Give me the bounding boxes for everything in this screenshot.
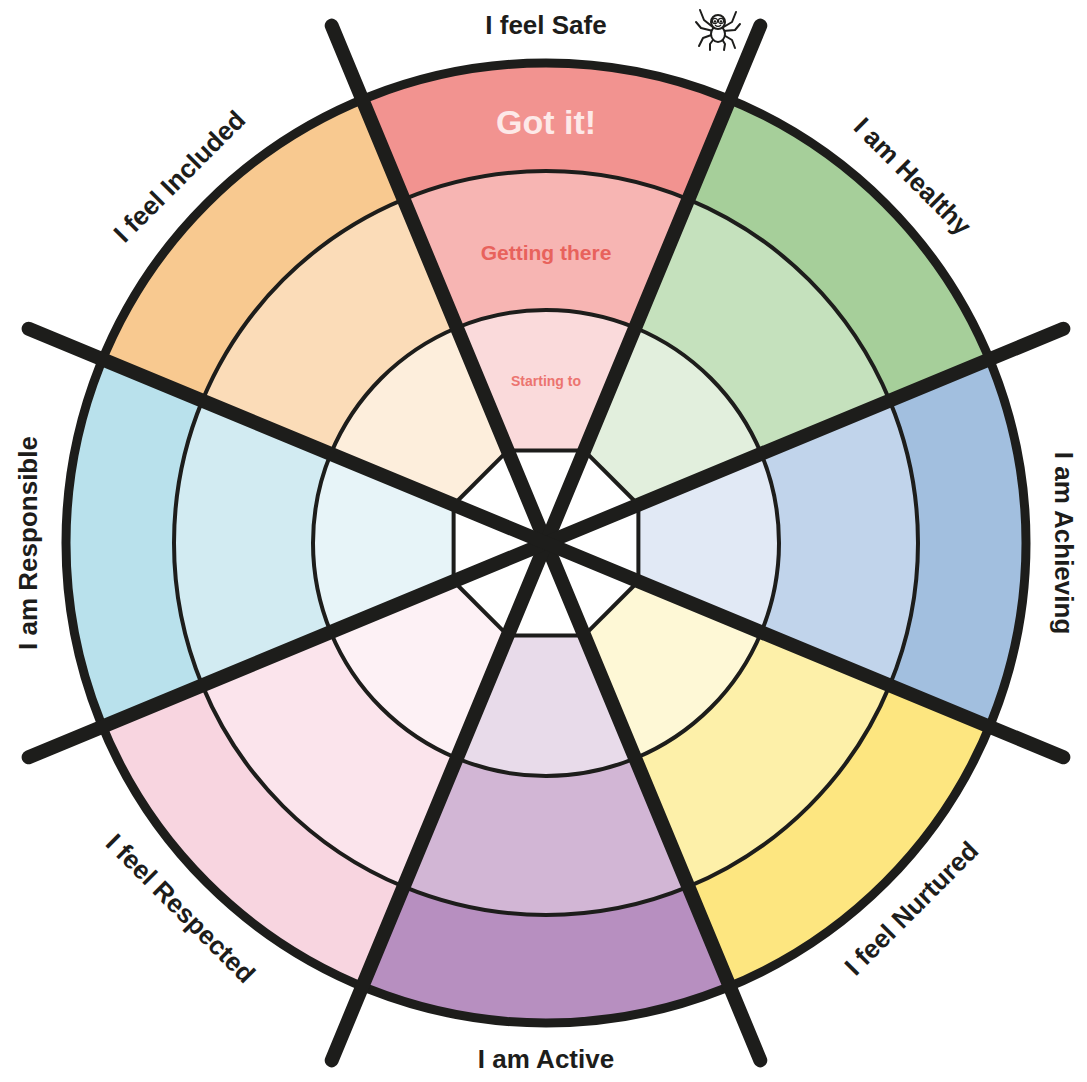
web-spoke [29, 329, 1064, 758]
web-thread [688, 685, 889, 886]
spider-pupil [720, 20, 722, 22]
web-thread [584, 451, 638, 505]
spider-eye [712, 18, 717, 23]
text-holder: I am Achieving [1048, 452, 1078, 635]
sector-label: I am Active [478, 1045, 614, 1075]
spider-icon [696, 10, 740, 50]
band-fill [331, 328, 508, 505]
web-thread [454, 581, 508, 635]
web-thread [584, 581, 638, 635]
web-thread [457, 758, 635, 776]
sector-label: I feel Safe [485, 11, 606, 41]
web-thread [202, 685, 403, 886]
level-label: Got it! [496, 103, 596, 142]
web-thread [457, 310, 635, 328]
text-holder: Got it! [496, 103, 596, 142]
spider-leg [723, 24, 740, 31]
web-thread [331, 328, 457, 454]
web-thread [202, 199, 403, 400]
web-thread [635, 328, 761, 454]
web-thread [636, 505, 640, 582]
level-label: Getting there [481, 241, 612, 265]
web-thread [635, 632, 761, 758]
web-thread [404, 887, 689, 915]
web-thread [174, 401, 202, 686]
web-spoke [29, 329, 1064, 758]
web-thread [331, 632, 457, 758]
web-thread [404, 171, 689, 199]
web-thread [452, 505, 456, 582]
web-thread [313, 454, 331, 632]
spider-eye [718, 18, 723, 23]
spider-head [711, 15, 725, 29]
web-thread [761, 454, 779, 632]
web-thread [508, 449, 585, 453]
level-label: Starting to [511, 373, 581, 389]
spider-pupil [714, 20, 716, 22]
text-holder: I feel Safe [485, 11, 606, 41]
web-thread [508, 633, 585, 637]
web-thread [688, 199, 889, 400]
sector-label: I am Achieving [1048, 452, 1078, 635]
text-holder: Getting there [481, 241, 612, 265]
text-holder: Starting to [511, 373, 581, 389]
web-thread [890, 401, 918, 686]
web-thread [454, 451, 508, 505]
text-holder: I am Responsible [14, 436, 44, 650]
text-holder: I am Active [478, 1045, 614, 1075]
sector-label: I am Responsible [14, 436, 44, 650]
spider-smile [715, 25, 721, 27]
